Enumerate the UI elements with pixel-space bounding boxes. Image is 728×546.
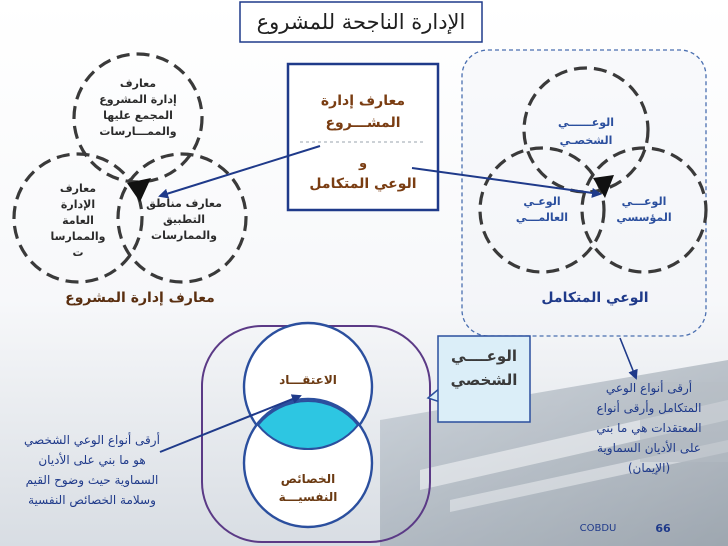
arrow-to-right-note [619,337,638,380]
psychological-traits-label: الخصائص النفسيـــة [278,472,338,504]
page-title: الإدارة الناجحة للمشروع [256,10,466,34]
center-box [286,62,440,212]
page-number: 66 [655,522,671,535]
right-left-circle-label: الوعـي العالمـــي [515,195,569,224]
right-right-circle-label: الوعـــي المؤسسي [616,195,672,224]
left-right-circle-label: معارف مناطق التطبيق والممارسات [146,197,222,242]
right-cluster-caption: الوعي المتكامل [541,290,649,306]
left-left-circle-label: معارف الإدارة العامة والممارسا ت [50,182,106,259]
left-cluster-caption: معارف إدارة المشروع [65,290,215,306]
arrow-to-left-cluster [158,145,321,199]
callout-box [437,335,531,423]
left-left-circle [12,152,144,284]
left-top-circle-label: معارف إدارة المشروع المجمع عليها والممــ… [99,77,177,138]
left-note: أرقى أنواع الوعي الشخصي هو ما بني على ال… [24,433,160,507]
intersection-lens [258,400,358,450]
left-right-circle [116,152,248,284]
personal-awareness-callout: الوعــــي الشخصي [450,347,518,389]
right-note: أرقى أنواع الوعي المتكامل وأرقى أنواع ال… [596,381,702,475]
left-cluster-center-mark [127,178,151,202]
right-top-circle [522,66,650,194]
right-cluster-circles [478,66,708,274]
footer-brand: COBDU [579,523,617,534]
right-top-circle-label: الوعــــــي الشخصـي [558,116,614,147]
center-box-line1: معارف إدارة المشـــروع [320,93,406,131]
center-box-line2: الوعي المتكامل [309,176,417,192]
belief-label: الاعتقـــاد [279,373,337,387]
arrow-to-right-cluster [411,167,602,198]
right-left-circle [478,146,606,274]
center-box-conj: و [358,156,368,171]
arrow-to-intersection [159,394,302,453]
right-right-circle [580,146,708,274]
right-cluster-center-mark [593,175,614,198]
title-box [239,1,483,43]
